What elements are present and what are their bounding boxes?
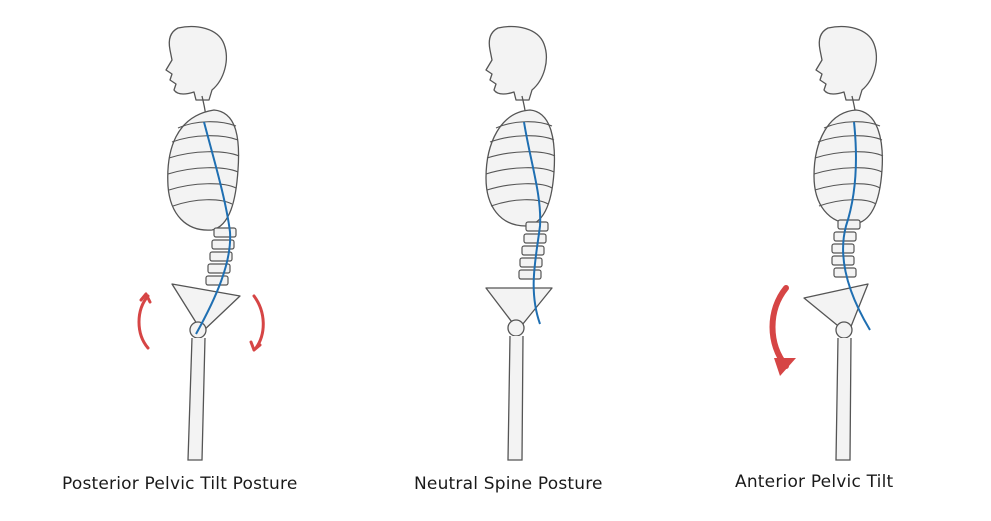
caption-neutral: Neutral Spine Posture (414, 474, 603, 494)
spine-curve (523, 121, 542, 325)
femur (187, 337, 206, 461)
head-outline (165, 25, 227, 101)
rib-cage (813, 109, 884, 225)
head-outline (485, 25, 547, 101)
ribs (485, 121, 556, 207)
lumbar-vertebrae (205, 227, 237, 286)
spine-curve (842, 121, 871, 331)
figure-neutral-spine: Neutral Spine Posture (330, 0, 660, 521)
spine-curve (195, 121, 232, 335)
figure-anterior-pelvic-tilt: Anterior Pelvic Tilt (660, 0, 991, 521)
femur (507, 335, 524, 461)
rotation-arrow-icon (137, 292, 265, 352)
head-outline (815, 25, 877, 101)
rib-cage (167, 109, 240, 231)
hip-joint (507, 319, 525, 337)
rotation-arrow-icon (769, 285, 796, 376)
lumbar-vertebrae (518, 221, 549, 280)
hip-joint (835, 321, 853, 339)
ribs (813, 121, 884, 207)
figure-posterior-pelvic-tilt: Posterior Pelvic Tilt Posture (0, 0, 330, 521)
femur (835, 337, 852, 461)
caption-anterior: Anterior Pelvic Tilt (735, 472, 894, 492)
skeleton-neutral (485, 25, 556, 461)
skeleton-anterior (769, 25, 884, 461)
pelvis (171, 283, 241, 333)
caption-posterior: Posterior Pelvic Tilt Posture (62, 474, 298, 494)
skeleton-posterior (137, 25, 265, 461)
